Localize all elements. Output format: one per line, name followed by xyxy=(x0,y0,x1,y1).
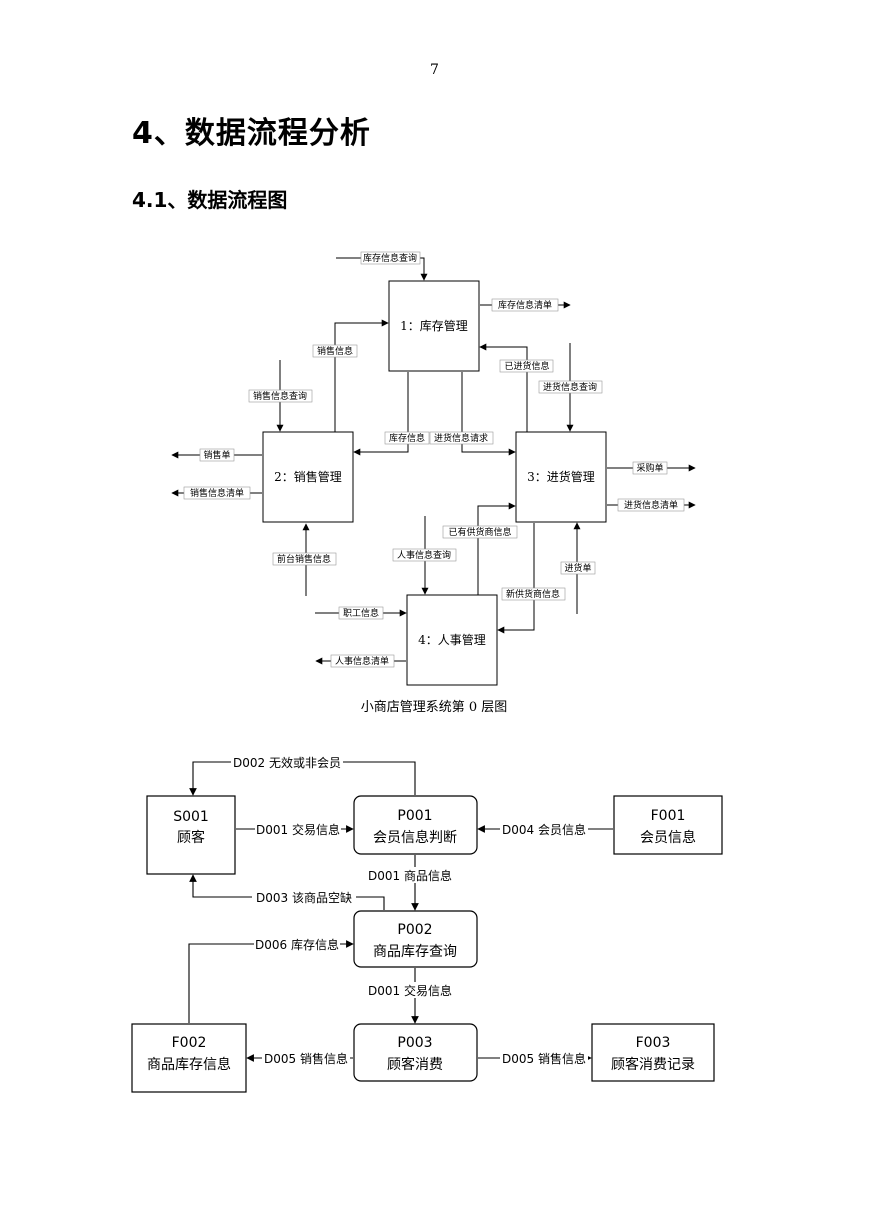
flow-d001-trade: D001 交易信息 xyxy=(255,821,341,837)
level0-diagram: 1：库存管理 2：销售管理 3：进货管理 4：人事管理 xyxy=(171,251,696,715)
svg-text:采购单: 采购单 xyxy=(636,462,663,474)
process-stock-label: 1：库存管理 xyxy=(400,318,468,333)
flow-sales-list: 销售信息清单 xyxy=(183,486,251,500)
flow-purchase-slip: 进货单 xyxy=(560,561,596,575)
svg-text:P002: P002 xyxy=(397,922,432,938)
process-sales-label: 2：销售管理 xyxy=(274,469,342,484)
svg-text:F002: F002 xyxy=(172,1035,207,1051)
flow-purchase-request: 进货信息请求 xyxy=(429,431,494,445)
svg-text:职工信息: 职工信息 xyxy=(343,607,379,619)
node-p001-member-check: P001 会员信息判断 xyxy=(353,795,478,855)
svg-text:销售信息查询: 销售信息查询 xyxy=(253,390,307,402)
svg-text:库存信息: 库存信息 xyxy=(389,432,425,444)
svg-text:会员信息: 会员信息 xyxy=(640,829,696,846)
flow-d006: D006 库存信息 xyxy=(254,936,340,952)
svg-text:D005 销售信息: D005 销售信息 xyxy=(264,1051,348,1066)
svg-text:D004 会员信息: D004 会员信息 xyxy=(502,822,586,837)
svg-text:P001: P001 xyxy=(397,808,432,824)
svg-text:D006 库存信息: D006 库存信息 xyxy=(255,937,339,952)
svg-text:商品库存查询: 商品库存查询 xyxy=(373,944,457,960)
svg-text:销售单: 销售单 xyxy=(203,449,230,461)
svg-text:商品库存信息: 商品库存信息 xyxy=(147,1056,231,1073)
svg-text:进货信息请求: 进货信息请求 xyxy=(434,432,488,444)
process-purchase-management: 3：进货管理 xyxy=(515,431,607,523)
svg-text:D003 该商品空缺: D003 该商品空缺 xyxy=(256,890,352,905)
flow-d002: D002 无效或非会员 xyxy=(231,754,343,770)
flow-purchase-list: 进货信息清单 xyxy=(617,498,685,512)
svg-text:D001 交易信息: D001 交易信息 xyxy=(256,822,340,837)
svg-text:销售信息: 销售信息 xyxy=(317,345,353,357)
flow-stock-list: 库存信息清单 xyxy=(491,298,559,312)
flow-d004: D004 会员信息 xyxy=(500,821,588,837)
diagram-caption: 小商店管理系统第 0 层图 xyxy=(361,700,508,715)
svg-text:会员信息判断: 会员信息判断 xyxy=(373,829,457,846)
svg-text:库存信息查询: 库存信息查询 xyxy=(363,252,417,264)
svg-text:进货信息清单: 进货信息清单 xyxy=(624,499,678,511)
svg-text:D001 商品信息: D001 商品信息 xyxy=(368,868,452,883)
flow-d003: D003 该商品空缺 xyxy=(252,889,356,905)
process-hr-label: 4：人事管理 xyxy=(418,632,486,647)
flow-purchased-info: 已进货信息 xyxy=(499,359,554,373)
flow-sales-info: 销售信息 xyxy=(312,344,358,358)
svg-text:P003: P003 xyxy=(397,1035,432,1051)
svg-text:D001 交易信息: D001 交易信息 xyxy=(368,983,452,998)
svg-text:库存信息清单: 库存信息清单 xyxy=(498,299,552,311)
svg-text:进货单: 进货单 xyxy=(564,562,591,574)
node-f003-consumption-record: F003 顾客消费记录 xyxy=(591,1023,715,1082)
process-hr-management: 4：人事管理 xyxy=(406,594,498,686)
process-sales-management: 2：销售管理 xyxy=(262,431,354,523)
section-title: 4、数据流程分析 xyxy=(132,116,371,151)
flow-stock-info: 库存信息 xyxy=(384,431,430,445)
flow-stock-query: 库存信息查询 xyxy=(360,251,421,265)
node-p003-consumption: P003 顾客消费 xyxy=(353,1023,478,1082)
flow-hr-query: 人事信息查询 xyxy=(392,548,457,562)
svg-text:人事信息查询: 人事信息查询 xyxy=(397,549,451,561)
svg-text:F003: F003 xyxy=(636,1035,671,1051)
page-number: 7 xyxy=(430,62,439,78)
svg-text:已进货信息: 已进货信息 xyxy=(504,360,549,372)
flow-d005-right: D005 销售信息 xyxy=(500,1050,588,1066)
svg-text:人事信息清单: 人事信息清单 xyxy=(335,655,389,667)
svg-text:进货信息查询: 进货信息查询 xyxy=(543,381,597,393)
svg-text:F001: F001 xyxy=(651,808,686,824)
svg-text:D005 销售信息: D005 销售信息 xyxy=(502,1051,586,1066)
node-s001-customer: S001 顾客 xyxy=(146,795,236,875)
flow-sales-slip: 销售单 xyxy=(199,448,235,462)
process-stock-management: 1：库存管理 xyxy=(388,280,480,372)
node-p002-stock-query: P002 商品库存查询 xyxy=(353,910,478,968)
flow-new-supplier: 新供货商信息 xyxy=(501,587,566,601)
flow-sales-query: 销售信息查询 xyxy=(248,389,313,403)
svg-text:新供货商信息: 新供货商信息 xyxy=(506,588,560,600)
node-f001-member-info: F001 会员信息 xyxy=(613,795,723,855)
flow-d001-trade2: D001 交易信息 xyxy=(365,982,455,998)
member-flow-diagram: S001 顾客 P001 会员信息判断 F001 会员信息 P002 商品库存查… xyxy=(131,754,723,1093)
flow-d005-left: D005 销售信息 xyxy=(262,1050,350,1066)
svg-text:顾客消费记录: 顾客消费记录 xyxy=(611,1056,695,1073)
svg-text:D002 无效或非会员: D002 无效或非会员 xyxy=(233,755,341,770)
svg-text:前台销售信息: 前台销售信息 xyxy=(277,553,331,565)
flow-staff-info: 职工信息 xyxy=(338,606,384,620)
flow-hr-list: 人事信息清单 xyxy=(330,654,395,668)
flow-existing-supplier: 已有供货商信息 xyxy=(442,525,518,539)
svg-text:顾客: 顾客 xyxy=(177,829,205,846)
svg-text:已有供货商信息: 已有供货商信息 xyxy=(448,526,511,538)
svg-text:顾客消费: 顾客消费 xyxy=(387,1056,443,1073)
flow-purchase-query: 进货信息查询 xyxy=(538,380,603,394)
node-f002-stock-info: F002 商品库存信息 xyxy=(131,1023,247,1093)
process-purchase-label: 3：进货管理 xyxy=(527,469,595,484)
subsection-title: 4.1、数据流程图 xyxy=(132,188,288,212)
svg-text:S001: S001 xyxy=(173,809,209,825)
svg-text:销售信息清单: 销售信息清单 xyxy=(190,487,244,499)
flow-purchase-order: 采购单 xyxy=(632,461,668,475)
flow-front-sales: 前台销售信息 xyxy=(272,552,337,566)
flow-d001-goods: D001 商品信息 xyxy=(365,867,455,883)
